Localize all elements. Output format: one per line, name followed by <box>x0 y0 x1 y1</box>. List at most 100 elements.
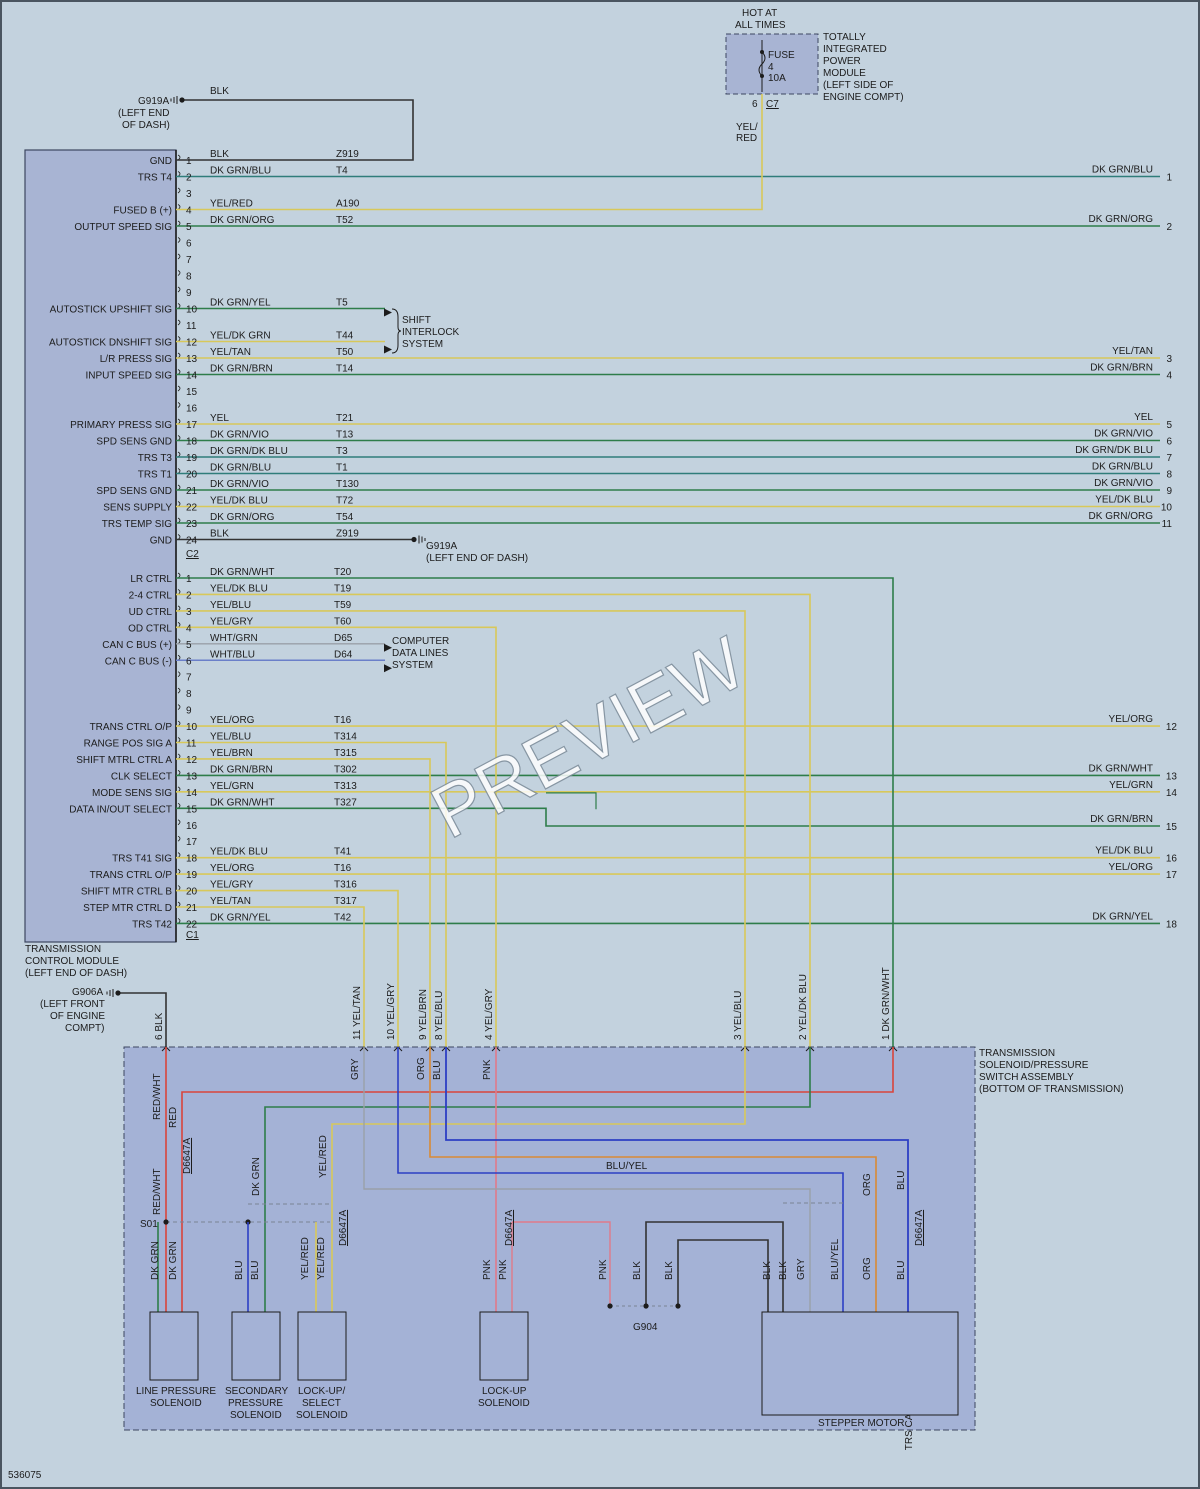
fuse-amps: 10A <box>768 73 786 84</box>
c2-pin-signal: TRS TEMP SIG <box>102 519 172 530</box>
wire-lr-ctrl <box>176 577 894 1047</box>
c1-pin-number: 3 <box>186 607 192 618</box>
right-wire-number: 8 <box>1166 470 1172 481</box>
c2-circuit-id: T54 <box>336 512 354 523</box>
c2-pin-number: 13 <box>186 354 198 365</box>
pin-tick-icon <box>177 237 181 243</box>
c1-wire-color: DK GRN/WHT <box>210 567 274 578</box>
right-wire-label: YEL/DK BLU <box>1095 495 1153 506</box>
inner-wire-color: DK GRN <box>168 1241 179 1280</box>
inner-wire-color: RED <box>168 1107 179 1128</box>
inner-wire-color: PNK <box>482 1259 493 1280</box>
c2-pin-signal: TRS T1 <box>138 470 173 481</box>
right-wire-number: 10 <box>1161 503 1173 514</box>
c1-pin-number: 12 <box>186 755 198 766</box>
ground-icon <box>115 990 121 996</box>
c1-pin-signal: RANGE POS SIG A <box>84 739 173 750</box>
pin-tick-icon <box>177 835 181 842</box>
pin-tick-icon <box>177 402 181 408</box>
c1-pin-number: 18 <box>186 854 198 865</box>
inner-wire-color: DK GRN <box>251 1157 262 1196</box>
splice-dot-icon <box>675 1303 681 1309</box>
right-wire-label: YEL <box>1134 412 1153 423</box>
c1-circuit-id: T59 <box>334 600 352 611</box>
right-wire-number: 6 <box>1166 437 1172 448</box>
c1-circuit-id: T302 <box>334 764 357 775</box>
splice-dot-icon <box>607 1303 613 1309</box>
c1-wire-color: YEL/BLU <box>210 732 251 743</box>
right-wire-number: 11 <box>1162 519 1173 530</box>
c1-pin-number: 5 <box>186 640 192 651</box>
c1-wire-color: YEL/GRY <box>210 616 253 627</box>
c1-connector-label: C1 <box>186 930 199 941</box>
c1-circuit-id: T317 <box>334 896 357 907</box>
fuse-wire-color: YEL/RED <box>736 122 758 144</box>
c1-pin-signal: TRS T41 SIG <box>112 854 172 865</box>
wire-blu-yel <box>397 1047 844 1312</box>
inner-wire-color: PNK <box>482 1059 493 1080</box>
right-wire-number: 5 <box>1166 420 1172 431</box>
c1-pin-number: 11 <box>186 739 197 750</box>
harness-wire-label: 6 BLK <box>154 1012 165 1040</box>
inner-wire-color: BLK <box>664 1261 675 1280</box>
right-wire-label: YEL/ORG <box>1109 714 1154 725</box>
c2-wire-color: YEL/RED <box>210 199 253 210</box>
inner-wire-color: BLK <box>762 1261 773 1280</box>
right-wire-number: 7 <box>1166 453 1172 464</box>
right-wire-label: DK GRN/VIO <box>1094 429 1153 440</box>
wire-blu <box>445 1047 909 1312</box>
c2-pin-signal: SENS SUPPLY <box>103 503 172 514</box>
c2-wire-color: YEL/DK BLU <box>210 496 268 507</box>
harness-wire-label: 2 YEL/DK BLU <box>798 974 809 1040</box>
c2-circuit-id: T50 <box>336 347 354 358</box>
c2-pin-number: 9 <box>186 288 192 299</box>
harness-wire-label: 1 DK GRN/WHT <box>881 967 892 1040</box>
fuse-dot-icon <box>760 50 764 54</box>
blu-yel-label: BLU/YEL <box>606 1161 648 1172</box>
wire-blk-g904 <box>645 1221 784 1312</box>
right-wire-number: 12 <box>1166 722 1178 733</box>
c2-wire-color: DK GRN/BLU <box>210 463 271 474</box>
c1-pin-number: 17 <box>186 837 198 848</box>
c1-pin-number: 13 <box>186 771 198 782</box>
inner-wire-color: YEL/RED <box>300 1237 311 1280</box>
inner-wire-color: BLU <box>234 1261 245 1280</box>
inner-wire-color: RED/WHT <box>152 1168 163 1215</box>
c1-pin-number: 10 <box>186 722 198 733</box>
right-wire-label: DK GRN/VIO <box>1094 478 1153 489</box>
right-wire-number: 14 <box>1166 788 1178 799</box>
splice-dot-icon <box>163 1219 169 1225</box>
right-wire-label: DK GRN/BRN <box>1090 814 1153 825</box>
c2-pin-signal: INPUT SPEED SIG <box>85 371 172 382</box>
c2-pin-signal: TRS T3 <box>138 453 173 464</box>
right-wire-label: DK GRN/ORG <box>1089 214 1154 225</box>
c2-wire-color: BLK <box>210 149 229 160</box>
c1-circuit-id: T20 <box>334 567 352 578</box>
c1-wire-color: WHT/BLU <box>210 649 255 660</box>
c1-circuit-id: T313 <box>334 781 357 792</box>
inner-wire-color: YEL/RED <box>318 1135 329 1178</box>
fuse-symbol-icon <box>758 51 766 77</box>
fuse-dot-icon <box>760 74 764 78</box>
c2-pin-signal: OUTPUT SPEED SIG <box>74 222 172 233</box>
connector-id: D6647A <box>504 1210 515 1246</box>
pin-tick-icon <box>177 319 181 326</box>
c2-wire-color: DK GRN/BLU <box>210 166 271 177</box>
c2-circuit-id: T14 <box>336 364 354 375</box>
c1-wire-color: YEL/ORG <box>210 715 255 726</box>
c1-pin-number: 8 <box>186 689 192 700</box>
inner-wire-color: ORG <box>416 1057 427 1080</box>
c2-pin-signal: L/R PRESS SIG <box>100 354 172 365</box>
c2-wire-color: DK GRN/VIO <box>210 479 269 490</box>
wire-fused-b <box>176 94 763 211</box>
inner-wire-color: BLU <box>896 1261 907 1280</box>
stepper-motor-name: STEPPER MOTOR <box>818 1418 905 1429</box>
inner-wire-color: ORG <box>862 1173 873 1196</box>
right-wire-number: 2 <box>1166 222 1172 233</box>
c1-circuit-id: D64 <box>334 649 353 660</box>
